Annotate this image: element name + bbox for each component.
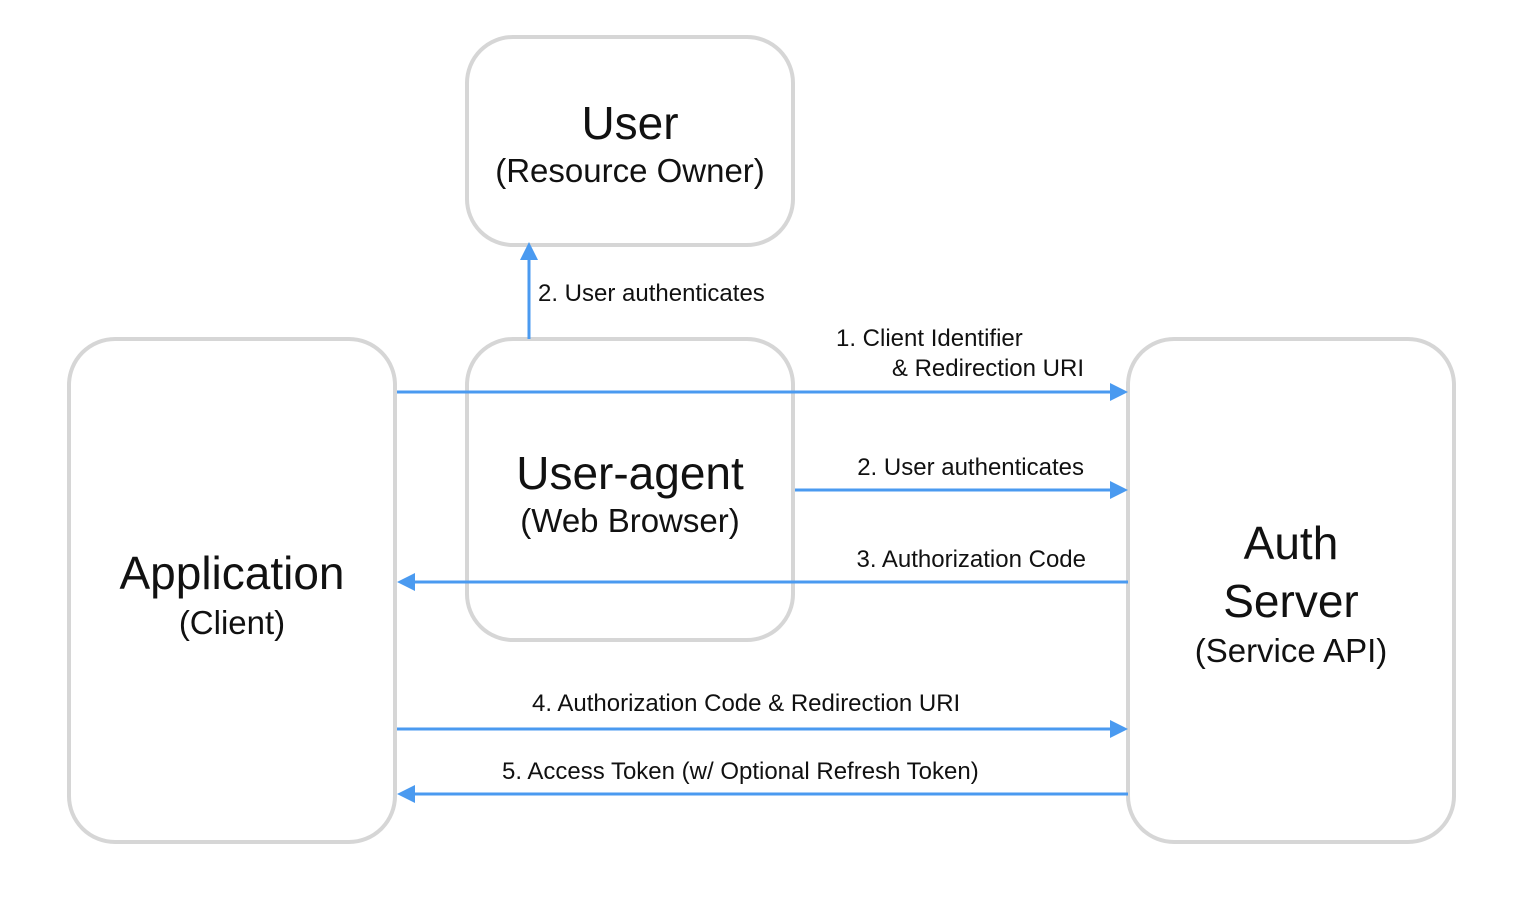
auth-server-subtitle: (Service API) [1194, 632, 1388, 669]
user-title: User [581, 97, 679, 149]
arrowhead-auth-code-redirect [1110, 720, 1128, 738]
user-agent-subtitle: (Web Browser) [520, 502, 740, 539]
auth-server-title-line2: Server [1223, 575, 1359, 627]
label-client-identifier-line1: 1. Client Identifier [836, 325, 1023, 352]
label-auth-code-redirect: 4. Authorization Code & Redirection URI [532, 690, 961, 717]
label-authorization-code: 3. Authorization Code [856, 546, 1087, 573]
arrowhead-access-token [397, 785, 415, 803]
application-title: Application [119, 547, 345, 599]
label-access-token: 5. Access Token (w/ Optional Refresh Tok… [502, 758, 979, 785]
auth-server-title-line1: Auth [1243, 517, 1339, 569]
label-user-authenticates-right: 2. User authenticates [857, 454, 1084, 481]
user-subtitle: (Resource Owner) [495, 152, 765, 189]
application-subtitle: (Client) [178, 604, 286, 641]
auth-server-box: Auth Server (Service API) [1126, 337, 1456, 844]
arrowhead-authorization-code [397, 573, 415, 591]
user-agent-title: User-agent [516, 447, 744, 499]
arrowhead-user-authenticates-right [1110, 481, 1128, 499]
arrowhead-client-identifier [1110, 383, 1128, 401]
user-box: User (Resource Owner) [465, 35, 795, 247]
arrowhead-up [520, 242, 538, 260]
label-user-authenticates-up: 2. User authenticates [538, 280, 765, 307]
user-agent-box: User-agent (Web Browser) [465, 337, 795, 642]
label-client-identifier-line2: & Redirection URI [891, 355, 1084, 382]
application-box: Application (Client) [67, 337, 397, 844]
